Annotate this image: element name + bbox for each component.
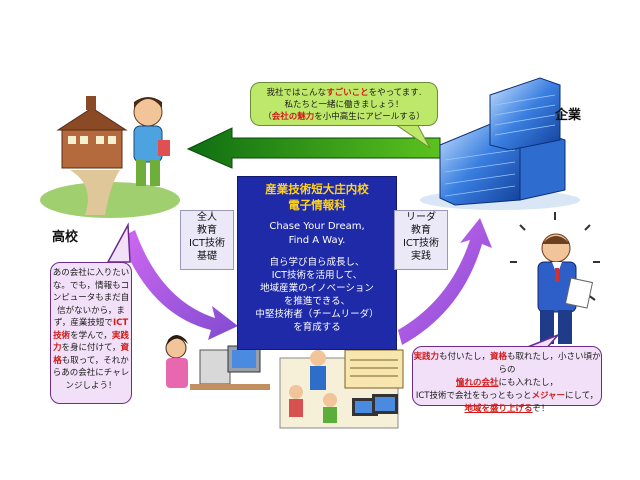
right-bubble-line1: 実践力も付いたし，資格も取れたし，小さい頃からの bbox=[413, 351, 601, 377]
desc-line: 中堅技術者（チームリーダ） bbox=[255, 309, 379, 320]
purple-arrow-right bbox=[398, 218, 492, 345]
title-line1: 産業技術短大庄内校 bbox=[265, 182, 369, 196]
text-span: （ bbox=[263, 112, 272, 122]
right-box-line: ICT技術 bbox=[402, 238, 440, 249]
text-span: をやってます. bbox=[368, 88, 422, 98]
school-building-icon bbox=[40, 96, 180, 218]
title-line2: 電子情報科 bbox=[288, 198, 346, 212]
green-arrow bbox=[186, 127, 441, 169]
right-bubble-line2: 憧れの会社にも入れたし， bbox=[413, 377, 601, 390]
desc-line: 自ら学び自ら成長し、 bbox=[269, 257, 365, 268]
text-span: にして， bbox=[565, 391, 599, 401]
text-span: ICT技術で会社をもっともっと bbox=[415, 391, 532, 401]
highlight-text: 実践力 bbox=[413, 352, 439, 362]
center-description: 自ら学び自ら成長し、 ICT技術を活用して、 地域産業のイノベーション を推進で… bbox=[238, 256, 396, 334]
company-message-bubble: 我社ではこんなすごいことをやってます. 私たちと一緒に働きましょう！ （会社の魅… bbox=[250, 82, 438, 126]
highlight-text: 地域を盛り上げる bbox=[464, 404, 533, 414]
left-box-line: 全人 bbox=[197, 212, 217, 223]
desc-line: を推進できる、 bbox=[283, 296, 351, 307]
top-bubble-line3: （会社の魅力を小中高生にアピールする） bbox=[251, 111, 437, 123]
highlight-text: メジャー bbox=[531, 391, 566, 401]
highlight-text: 資格 bbox=[53, 343, 129, 366]
company-building-icon bbox=[420, 77, 580, 210]
text-span: も取れたし，小さい頃からの bbox=[498, 352, 601, 375]
center-slogan: Chase Your Dream, Find A Way. bbox=[238, 220, 396, 248]
right-box-line: リーダ bbox=[406, 212, 436, 223]
team-meeting-icon bbox=[279, 349, 404, 429]
text-span: にも入れたし， bbox=[498, 378, 559, 388]
right-box-line: 実践 bbox=[411, 251, 431, 262]
leader-education-box: リーダ 教育 ICT技術 実践 bbox=[394, 210, 448, 270]
left-box-line: 教育 bbox=[197, 225, 217, 236]
center-title: 産業技術短大庄内校 電子情報科 bbox=[238, 181, 396, 213]
highlight-text: 資格 bbox=[490, 352, 508, 362]
left-box-line: 基礎 bbox=[197, 251, 217, 262]
desc-line: を育成する bbox=[293, 322, 341, 333]
text-span: ぞ！ bbox=[532, 404, 550, 414]
right-box-line: 教育 bbox=[411, 225, 431, 236]
slogan-line2: Find A Way. bbox=[288, 235, 346, 246]
company-label: 企業 bbox=[555, 108, 582, 123]
highlight-text: ICT技術 bbox=[53, 318, 129, 341]
highlight-text: 憧れの会社 bbox=[455, 378, 499, 388]
text-span: を小中高生にアピールする） bbox=[314, 112, 425, 122]
highschool-label: 高校 bbox=[52, 230, 79, 245]
right-bubble-line4: 地域を盛り上げるぞ！ bbox=[413, 403, 601, 416]
text-span: あの会社に入りたいな。でも，情報もコンピュータもまだ自信がないから，まず，産業技… bbox=[52, 268, 130, 328]
top-bubble-line2: 私たちと一緒に働きましょう！ bbox=[284, 100, 404, 110]
highlight-text: 会社の魅力 bbox=[271, 112, 315, 122]
student-icon bbox=[133, 97, 170, 186]
desc-line: 地域産業のイノベーション bbox=[260, 283, 374, 294]
student-message-bubble: あの会社に入りたいな。でも，情報もコンピュータもまだ自信がないから，まず，産業技… bbox=[50, 262, 132, 404]
text-span: を学んで， bbox=[70, 330, 112, 341]
slogan-line1: Chase Your Dream, bbox=[269, 221, 365, 232]
highlight-text: 実践力 bbox=[53, 330, 129, 354]
desc-line: ICT技術を活用して、 bbox=[271, 270, 363, 281]
student-computer-icon bbox=[165, 335, 270, 390]
left-box-line: ICT技術 bbox=[188, 238, 226, 249]
graduate-message-bubble: 実践力も付いたし，資格も取れたし，小さい頃からの 憧れの会社にも入れたし， IC… bbox=[412, 346, 602, 414]
left-bubble-tail bbox=[106, 222, 131, 263]
text-span: を身に付けて， bbox=[61, 343, 121, 353]
top-bubble-line1: 我社ではこんなすごいことをやってます. bbox=[251, 87, 437, 99]
purple-arrow-left bbox=[120, 230, 238, 340]
center-program-box: 産業技術短大庄内校 電子情報科 Chase Your Dream, Find A… bbox=[237, 176, 397, 350]
text-span: も取って，それからあの会社にチャレンジしよう！ bbox=[52, 355, 130, 391]
right-bubble-line3: ICT技術で会社をもっともっとメジャーにして， bbox=[413, 390, 601, 403]
highlight-text: すごいこと bbox=[326, 88, 369, 98]
text-span: 我社ではこんな bbox=[266, 88, 327, 98]
foundation-education-box: 全人 教育 ICT技術 基礎 bbox=[180, 210, 234, 270]
businessman-icon bbox=[510, 212, 600, 344]
text-span: も付いたし， bbox=[438, 352, 490, 362]
